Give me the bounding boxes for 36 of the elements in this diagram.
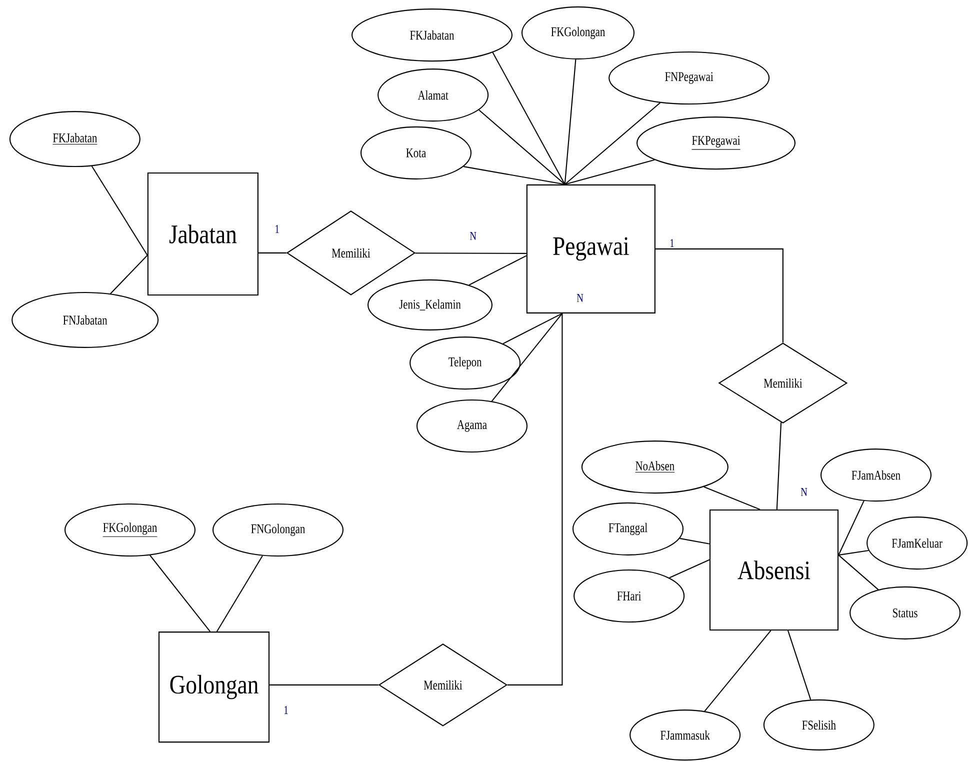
connector-line bbox=[776, 422, 782, 510]
entity-box: Jabatan bbox=[147, 172, 258, 296]
connector-line bbox=[415, 252, 526, 254]
connector-line bbox=[258, 252, 286, 254]
cardinality-label: N bbox=[576, 294, 584, 302]
entity-box: Golongan bbox=[158, 632, 270, 743]
cardinality-label: 1 bbox=[670, 239, 674, 247]
connector-line bbox=[91, 166, 148, 256]
connector-line bbox=[838, 554, 879, 590]
connector-line bbox=[838, 550, 869, 556]
connector-line bbox=[270, 684, 378, 686]
connector-line bbox=[478, 110, 566, 185]
connector-line bbox=[838, 500, 864, 556]
connector-line bbox=[464, 166, 565, 185]
connector-line bbox=[680, 538, 710, 544]
entity-box: Absensi bbox=[709, 509, 839, 631]
connector-line bbox=[564, 59, 576, 184]
cardinality-label: 1 bbox=[276, 224, 279, 233]
connector-line bbox=[669, 559, 710, 578]
connector-line bbox=[564, 102, 660, 185]
connector-line bbox=[491, 313, 563, 402]
connector-line bbox=[150, 554, 211, 632]
connector-line bbox=[507, 313, 563, 686]
connector-line bbox=[468, 255, 527, 286]
cardinality-label: N bbox=[470, 232, 476, 240]
connector-line bbox=[216, 555, 263, 632]
connector-line bbox=[502, 312, 562, 344]
connector-line bbox=[704, 486, 760, 510]
cardinality-label: 1 bbox=[284, 706, 288, 714]
cardinality-label: N bbox=[800, 488, 808, 496]
connector-line bbox=[110, 254, 148, 294]
connector-line bbox=[564, 159, 655, 185]
connector-line bbox=[655, 248, 784, 343]
connector-line bbox=[787, 630, 812, 700]
connector-line bbox=[492, 52, 566, 185]
connector-line bbox=[704, 630, 772, 712]
